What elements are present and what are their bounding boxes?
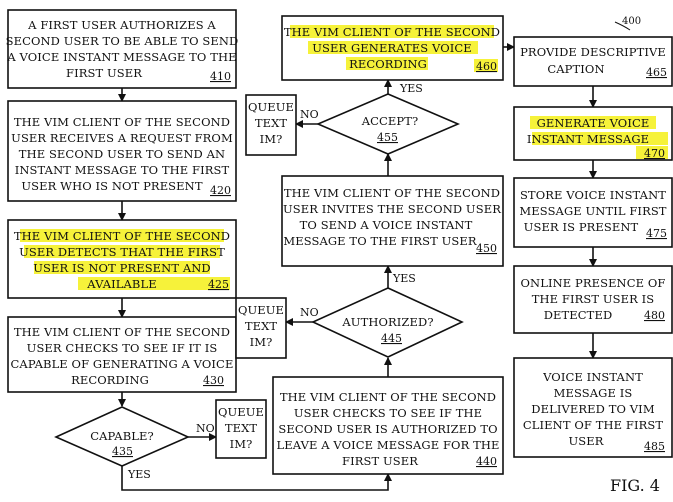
decision-445-label: AUTHORIZED? — [341, 315, 433, 329]
node-475-line: USER IS PRESENT — [524, 220, 639, 234]
node-480-line: THE FIRST USER IS — [532, 292, 655, 306]
node-425-line: THE VIM CLIENT OF THE SECOND — [14, 229, 230, 243]
node-485: VOICE INSTANT MESSAGE IS DELIVERED TO VI… — [514, 358, 672, 457]
node-440-number: 440 — [476, 455, 497, 468]
queue-text-im-line: QUEUE — [248, 100, 294, 114]
node-425-number: 425 — [208, 278, 229, 291]
figure-label: FIG. 4 — [610, 476, 660, 495]
queue-text-im-2: QUEUE TEXT IM? — [236, 298, 286, 358]
node-440-line: FIRST USER — [342, 454, 418, 468]
node-420: THE VIM CLIENT OF THE SECOND USER RECEIV… — [8, 101, 236, 201]
queue-text-im-line: QUEUE — [238, 303, 284, 317]
node-485-line: USER — [568, 434, 603, 448]
node-480-number: 480 — [644, 309, 665, 322]
edge-label-yes: YES — [392, 272, 416, 285]
node-460: THE VIM CLIENT OF THE SECOND USER GENERA… — [282, 16, 503, 80]
node-420-line: THE VIM CLIENT OF THE SECOND — [14, 115, 230, 129]
node-425: THE VIM CLIENT OF THE SECOND USER DETECT… — [8, 220, 236, 298]
queue-text-im-3: QUEUE TEXT IM? — [246, 95, 296, 155]
node-475: STORE VOICE INSTANT MESSAGE UNTIL FIRST … — [514, 178, 672, 247]
decision-455: ACCEPT? 455 — [318, 94, 458, 154]
node-410-line: A VOICE INSTANT MESSAGE TO THE — [6, 50, 236, 64]
node-485-line: DELIVERED TO VIM — [531, 402, 655, 416]
node-420-number: 420 — [210, 184, 231, 197]
node-460-line: USER GENERATES VOICE — [312, 41, 472, 55]
decision-435: CAPABLE? 435 — [56, 407, 188, 466]
node-425-line: USER IS NOT PRESENT AND — [33, 261, 211, 275]
figure-reference-number: 400 — [622, 16, 641, 27]
node-485-line: MESSAGE IS — [554, 386, 633, 400]
queue-text-im-1: QUEUE TEXT IM? — [216, 400, 266, 458]
node-450-number: 450 — [476, 242, 497, 255]
queue-text-im-line: IM? — [260, 132, 283, 146]
decision-455-number: 455 — [377, 131, 398, 144]
node-450: THE VIM CLIENT OF THE SECOND USER INVITE… — [282, 176, 503, 266]
edge-label-yes: YES — [127, 468, 151, 481]
node-460-number: 460 — [476, 60, 497, 73]
node-470-line: GENERATE VOICE — [537, 116, 650, 130]
queue-text-im-line: TEXT — [255, 116, 288, 130]
node-460-line: RECORDING — [349, 57, 427, 71]
node-450-line: THE VIM CLIENT OF THE SECOND — [284, 186, 500, 200]
decision-435-label: CAPABLE? — [90, 429, 154, 443]
node-430-line: CAPABLE OF GENERATING A VOICE — [11, 357, 234, 371]
node-440-line: SECOND USER IS AUTHORIZED TO — [278, 422, 497, 436]
queue-text-im-line: TEXT — [245, 319, 278, 333]
node-440-line: USER CHECKS TO SEE IF THE — [294, 406, 482, 420]
node-450-line: USER INVITES THE SECOND USER — [283, 202, 501, 216]
node-475-number: 475 — [646, 227, 667, 240]
node-420-line: USER WHO IS NOT PRESENT — [21, 179, 202, 193]
node-465-line: CAPTION — [547, 62, 604, 76]
node-430-number: 430 — [203, 374, 224, 387]
node-440: THE VIM CLIENT OF THE SECOND USER CHECKS… — [273, 377, 503, 474]
node-430-line: THE VIM CLIENT OF THE SECOND — [14, 325, 230, 339]
node-470: GENERATE VOICE INSTANT MESSAGE 470 — [514, 107, 672, 160]
queue-text-im-line: IM? — [250, 335, 273, 349]
node-470-number: 470 — [644, 147, 665, 160]
edge-label-no: NO — [300, 306, 319, 319]
node-425-line: AVAILABLE — [86, 277, 156, 291]
node-430: THE VIM CLIENT OF THE SECOND USER CHECKS… — [8, 317, 236, 392]
node-425-line: USER DETECTS THAT THE FIRST — [19, 245, 225, 259]
node-420-line: THE SECOND USER TO SEND AN — [19, 147, 225, 161]
node-470-line: INSTANT MESSAGE — [527, 132, 649, 146]
node-410-number: 410 — [210, 70, 231, 83]
edge-label-yes: YES — [399, 82, 423, 95]
node-480-line: ONLINE PRESENCE OF — [521, 276, 666, 290]
node-450-line: MESSAGE TO THE FIRST USER — [283, 234, 477, 248]
queue-text-im-line: IM? — [230, 437, 253, 451]
decision-435-number: 435 — [112, 445, 133, 458]
node-440-line: THE VIM CLIENT OF THE SECOND — [280, 390, 496, 404]
node-450-line: TO SEND A VOICE INSTANT — [300, 218, 473, 232]
node-480: ONLINE PRESENCE OF THE FIRST USER IS DET… — [514, 266, 672, 333]
node-465-number: 465 — [646, 66, 667, 79]
node-485-line: VOICE INSTANT — [542, 370, 643, 384]
node-460-line: THE VIM CLIENT OF THE SECOND — [284, 25, 500, 39]
node-410-line: FIRST USER — [66, 66, 142, 80]
node-465-line: PROVIDE DESCRIPTIVE — [520, 45, 666, 59]
node-420-line: INSTANT MESSAGE TO THE FIRST — [15, 163, 230, 177]
node-485-number: 485 — [644, 440, 665, 453]
node-480-line: DETECTED — [544, 308, 613, 322]
node-465: PROVIDE DESCRIPTIVE CAPTION 465 — [514, 37, 672, 86]
node-475-line: MESSAGE UNTIL FIRST — [519, 204, 666, 218]
decision-455-label: ACCEPT? — [361, 114, 419, 128]
node-475-line: STORE VOICE INSTANT — [520, 188, 666, 202]
edge-label-no: NO — [300, 108, 319, 121]
decision-445-number: 445 — [381, 332, 402, 345]
node-410-line: SECOND USER TO BE ABLE TO SEND — [6, 34, 239, 48]
node-440-line: LEAVE A VOICE MESSAGE FOR THE — [277, 438, 500, 452]
node-410: A FIRST USER AUTHORIZES A SECOND USER TO… — [6, 10, 239, 88]
queue-text-im-line: QUEUE — [218, 405, 264, 419]
node-430-line: RECORDING — [71, 373, 149, 387]
node-410-line: A FIRST USER AUTHORIZES A — [27, 18, 216, 32]
decision-445: AUTHORIZED? 445 — [313, 288, 462, 357]
edge-label-no: NO — [196, 422, 215, 435]
node-430-line: USER CHECKS TO SEE IF IT IS — [27, 341, 218, 355]
node-420-line: USER RECEIVES A REQUEST FROM — [11, 131, 233, 145]
node-485-line: CLIENT OF THE FIRST — [523, 418, 663, 432]
queue-text-im-line: TEXT — [225, 421, 258, 435]
